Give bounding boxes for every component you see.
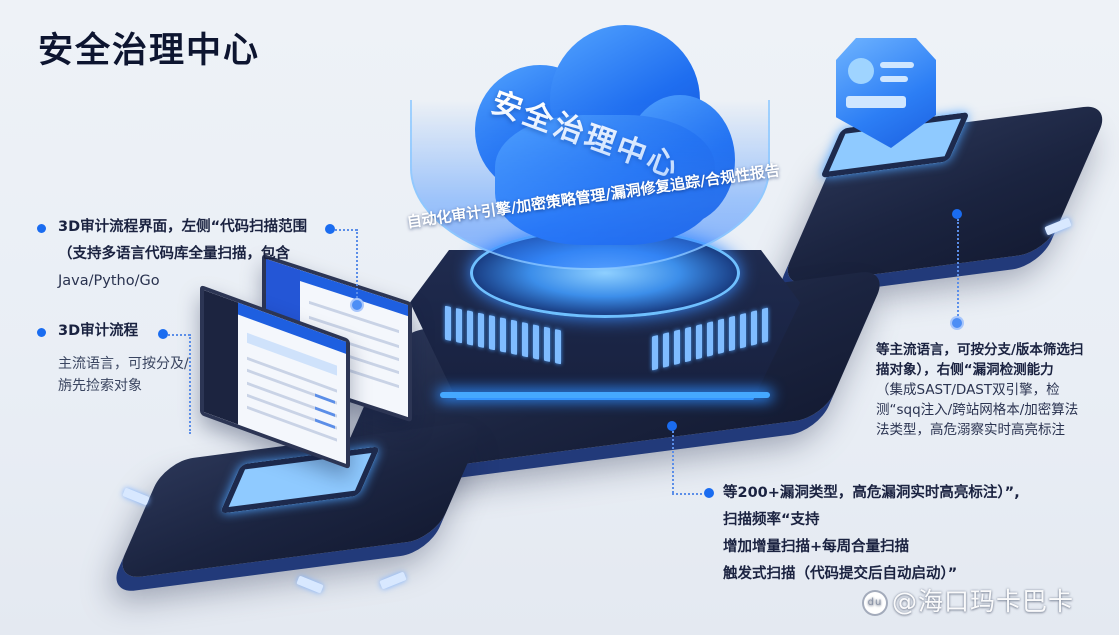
shield-line-3 [846,96,906,108]
connector-line [168,334,190,336]
connector-dot [704,488,714,498]
connector-line [672,493,702,495]
shield-avatar-icon [848,58,874,84]
connector-dot [325,224,335,234]
bullet-dot [37,328,46,337]
connector-dot [952,209,962,219]
hub-glow-strip [440,392,770,398]
bullet-dot [37,224,46,233]
left-plate-port-light-2 [296,575,324,594]
connector-dot [667,421,677,431]
connector-anchor [952,318,962,328]
connector-line [957,219,959,319]
shield-line-2 [880,76,908,82]
connector-line [356,229,358,301]
watermark: du@海口玛卡巴卡 [862,582,1074,618]
connector-dot [158,329,168,339]
connector-line [189,334,191,434]
page-title: 安全治理中心 [38,31,261,71]
annotation-vuln-detection: 等主流语言，可按分支/版本筛选扫 描对象），右侧“漏洞检测能力 （集成SAST/… [876,342,1084,438]
connector-line [335,229,357,231]
left-plate-port-light-1 [122,487,150,506]
annotation-scan-scope: 3D审计流程界面，左侧“代码扫描范围 （支持多语言代码库全量扫描，包含 Java… [58,219,308,289]
annotation-scan-frequency: 等200+漏洞类型，高危漏洞实时高亮标注）”, 扫描频率“支持 增加增量扫描+每… [723,485,1020,582]
connector-anchor [352,300,362,310]
shield-line-1 [880,62,914,68]
baidu-paw-icon: du [862,590,888,616]
watermark-text: @海口玛卡巴卡 [892,587,1075,616]
left-plate-port-light-3 [379,571,407,590]
connector-line [672,431,674,493]
annotation-audit-flow: 3D审计流程 主流语言，可按分及/ 旃先捡索对象 [58,323,189,394]
